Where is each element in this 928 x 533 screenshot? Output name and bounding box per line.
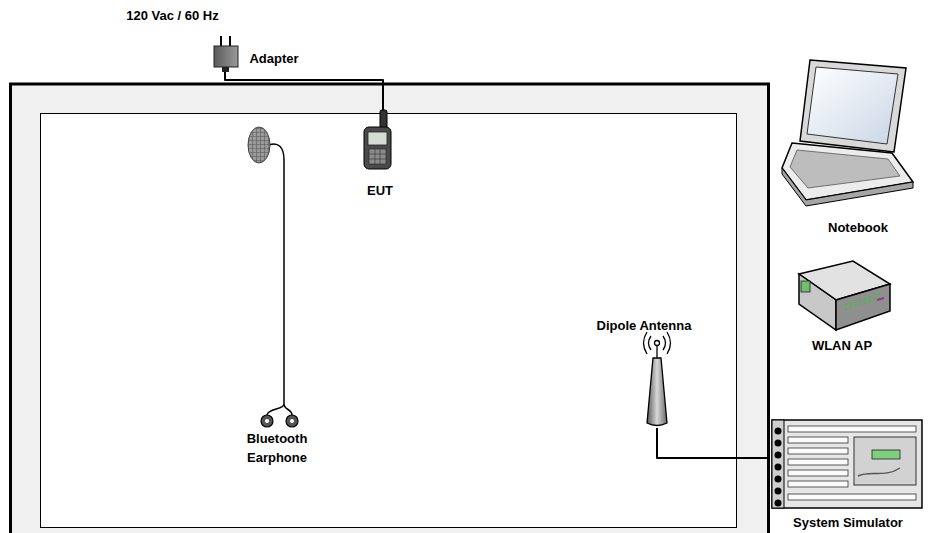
rack-panel [854, 437, 916, 485]
earpiece [261, 415, 273, 427]
earbud [248, 127, 270, 163]
inner-frame [41, 114, 737, 528]
phone-screen [368, 132, 387, 145]
simulator-node: System Simulator [768, 412, 926, 533]
adapter-node: Adapter [210, 32, 305, 72]
plug-prong [220, 36, 222, 47]
device-label: Adapter [245, 49, 303, 68]
device-label: System Simulator [773, 513, 923, 532]
device-label: Notebook [813, 218, 903, 237]
router-side [836, 284, 890, 330]
earpiece-center [265, 419, 269, 423]
supply-label: 120 Vac / 60 Hz [115, 6, 230, 25]
notebook-edge [782, 168, 913, 206]
rack-ear [772, 420, 784, 508]
router-node: WLAN AP [790, 252, 900, 356]
device-label: WLAN AP [797, 336, 887, 355]
antenna-node: Dipole Antenna [592, 313, 697, 428]
phone-key-grid [369, 149, 386, 164]
notebook-screen [807, 67, 898, 144]
router-icon [799, 261, 890, 330]
outer-frame [11, 84, 769, 533]
rack-display [872, 450, 900, 459]
earphone-wire [266, 144, 292, 415]
adapter-icon [214, 36, 238, 72]
router-led [877, 298, 884, 300]
antenna-tip [655, 341, 660, 346]
rack-knobs [775, 428, 782, 507]
phone-node: EUT [355, 110, 405, 201]
notebook-keyboard [790, 150, 900, 188]
notebook-node: Notebook [780, 55, 915, 238]
antenna-cone [647, 358, 667, 426]
notebook-icon [782, 60, 913, 206]
phone-antenna [380, 110, 387, 129]
cable-line [225, 72, 383, 110]
adapter-body [214, 46, 238, 67]
phone-icon [364, 110, 391, 169]
earphone-node: Bluetooth Earphone [235, 120, 325, 470]
antenna-stem [656, 346, 657, 358]
cable-line [657, 428, 768, 458]
simulator-icon [772, 420, 922, 508]
router-leds [845, 294, 880, 309]
plug-prong [229, 36, 231, 47]
phone-keys [369, 149, 386, 164]
phone-body [364, 127, 391, 169]
device-label: EUT [358, 181, 402, 200]
device-label: Bluetooth Earphone [237, 429, 317, 467]
rack-slots [788, 426, 916, 500]
earphone-icon [248, 127, 298, 427]
antenna-icon [644, 332, 671, 426]
rack-case [772, 420, 922, 508]
earpiece-center [290, 419, 294, 423]
adapter-stub [222, 67, 229, 72]
router-display [801, 281, 810, 292]
notebook-lid [800, 60, 906, 152]
router-front [799, 274, 836, 330]
device-label: Dipole Antenna [593, 316, 695, 335]
rack-cables [858, 468, 900, 476]
earpiece [286, 415, 298, 427]
